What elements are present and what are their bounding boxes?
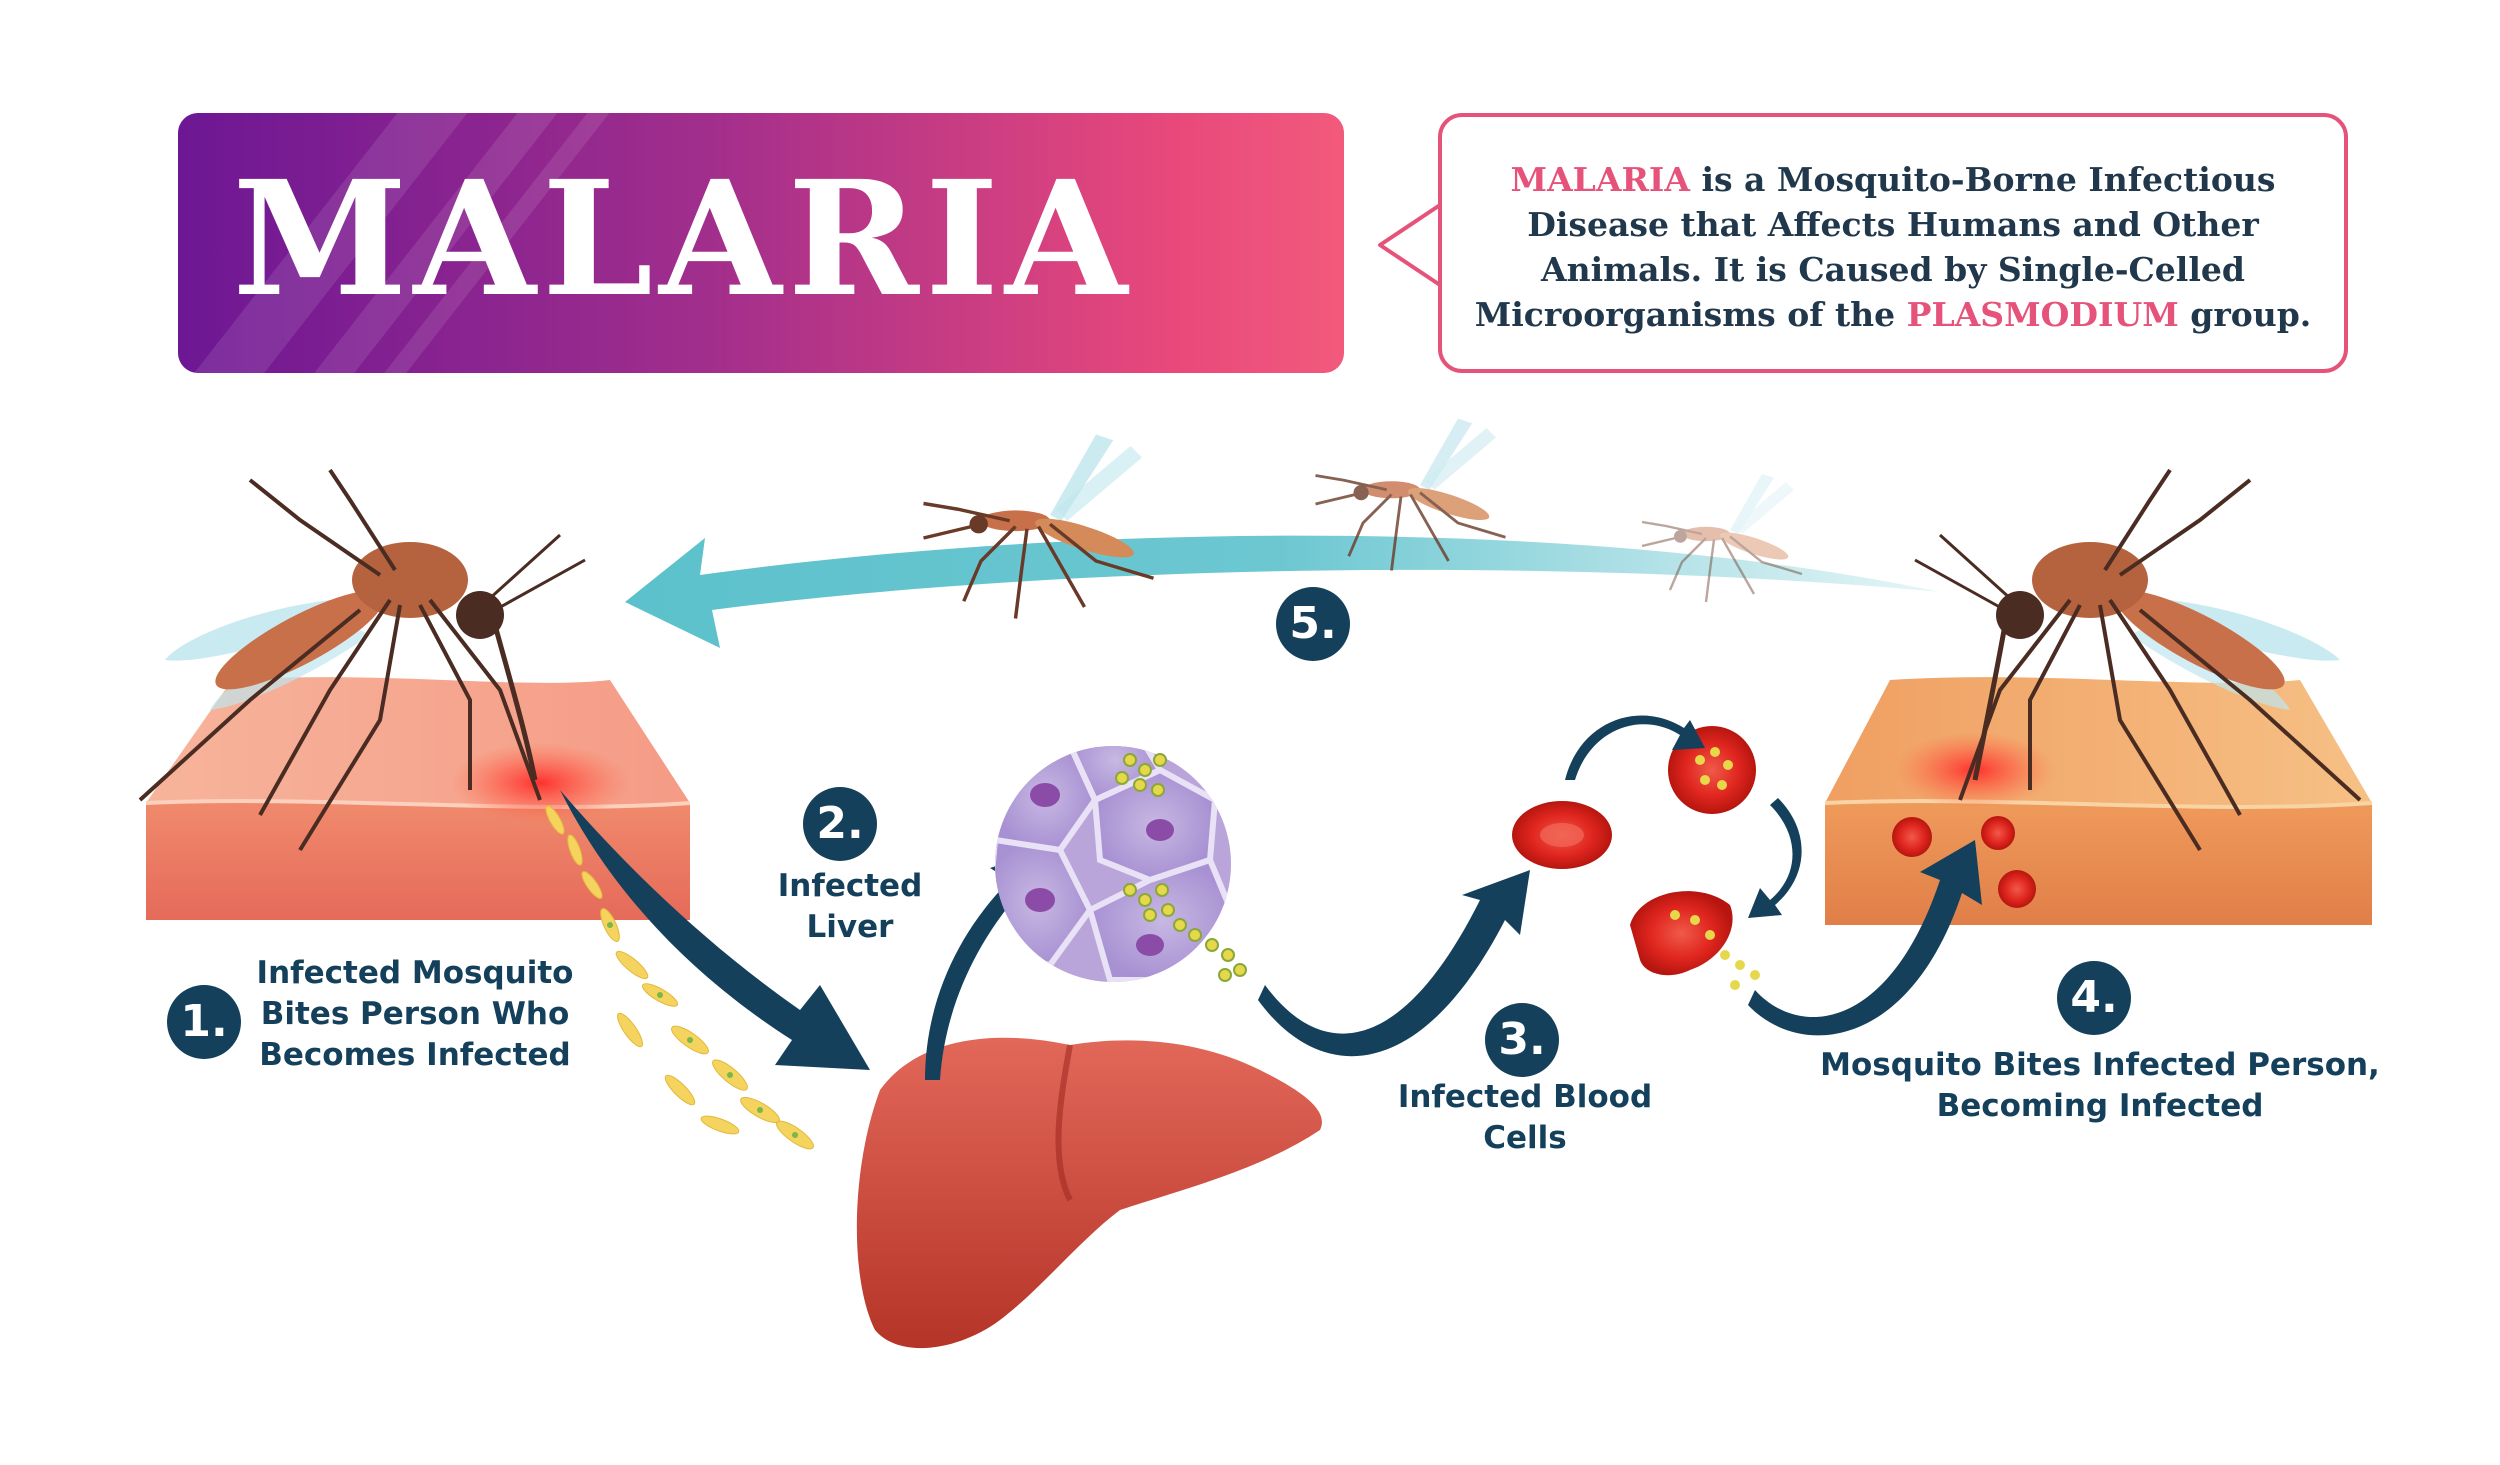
step-2-line-1: Infected <box>777 868 923 904</box>
arrow-cycle-2 <box>1748 798 1802 918</box>
definition-body-1: is a Mosquito-Borne Infectious Disease t… <box>1474 160 2276 334</box>
return-arrow <box>625 535 1940 648</box>
arrow-blood-to-skin <box>1748 840 1982 1036</box>
definition-bubble: MALARIA is a Mosquito-Borne Infectious D… <box>1438 113 2348 373</box>
arrow-skin-to-liver <box>560 790 870 1070</box>
step-5-badge: 5. <box>1276 587 1350 661</box>
step-1-label: Infected Mosquito Bites Person Who Becom… <box>235 953 595 1076</box>
step-1-line-2: Bites Person Who <box>260 996 570 1032</box>
step-3-line-2: Cells <box>1483 1120 1567 1156</box>
skin-block-right <box>1824 677 2373 925</box>
bubble-tail <box>1378 203 1442 287</box>
step-1-line-1: Infected Mosquito <box>256 955 574 991</box>
flying-mosquito-3 <box>1640 472 1804 604</box>
step-2-line-2: Liver <box>806 909 894 945</box>
step-3-label: Infected Blood Cells <box>1370 1077 1680 1159</box>
step-3-line-1: Infected Blood <box>1397 1079 1653 1115</box>
title-banner: MALARIA <box>178 113 1344 373</box>
page-title: MALARIA <box>232 147 1134 332</box>
definition-keyword-plasmodium: PLASMODIUM <box>1906 295 2179 334</box>
mosquito-right <box>1914 468 2362 852</box>
step-3-badge: 3. <box>1485 1003 1559 1077</box>
infected-liver-cells <box>995 746 1247 982</box>
step-1-badge: 1. <box>167 985 241 1059</box>
step-4-badge: 4. <box>2057 961 2131 1035</box>
definition-keyword: MALARIA <box>1510 160 1690 199</box>
mosquito-left <box>138 468 586 852</box>
arrow-cycle-1 <box>1565 715 1705 780</box>
definition-body-2: group. <box>2178 295 2312 334</box>
flying-mosquito-1 <box>921 432 1156 621</box>
step-1-line-3: Becomes Infected <box>259 1037 571 1073</box>
step-2-label: Infected Liver <box>740 866 960 948</box>
step-4-line-1: Mosquito Bites Infected Person, <box>1820 1047 2380 1083</box>
infected-blood-cells <box>1512 726 1760 990</box>
arrow-liver-to-blood <box>1258 870 1530 1057</box>
definition-text: MALARIA is a Mosquito-Borne Infectious D… <box>1472 157 2314 337</box>
liver-illustration <box>856 1037 1322 1349</box>
skin-block-left <box>145 677 691 920</box>
step-2-badge: 2. <box>803 787 877 861</box>
step-4-label: Mosquito Bites Infected Person, Becoming… <box>1800 1045 2400 1127</box>
step-4-line-2: Becoming Infected <box>1936 1088 2264 1124</box>
